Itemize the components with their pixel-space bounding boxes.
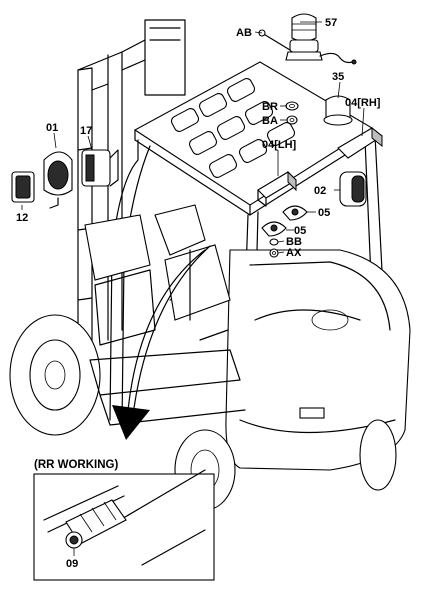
overhead-guard-roof bbox=[133, 61, 374, 216]
lamp-02 bbox=[339, 171, 367, 207]
lamp-35 bbox=[323, 95, 353, 126]
callout-labels: 57 AB 35 BR BA 04[RH] 04[LH] 01 17 02 05… bbox=[16, 17, 381, 259]
callout-AX: AX bbox=[286, 247, 302, 259]
inset-rr-working: (RR WORKING) 09 bbox=[33, 459, 215, 581]
front-wheel bbox=[9, 314, 101, 436]
bolt-AB bbox=[258, 29, 291, 51]
callout-35: 35 bbox=[332, 71, 344, 83]
callout-57: 57 bbox=[325, 17, 337, 29]
lamp-04-rh bbox=[337, 126, 383, 159]
forklift-seat bbox=[154, 204, 231, 321]
detail-arrow bbox=[112, 245, 211, 440]
lamp-05-lower bbox=[261, 221, 287, 237]
washer-BR bbox=[285, 101, 299, 111]
work-lamp-01 bbox=[43, 151, 73, 209]
nut-AX bbox=[269, 248, 279, 258]
callout-12: 12 bbox=[16, 212, 28, 224]
callout-05-lower: 05 bbox=[294, 225, 306, 237]
inset-frame bbox=[33, 473, 215, 581]
forklift-floor bbox=[89, 349, 246, 426]
callout-17: 17 bbox=[80, 125, 92, 137]
leader-lines bbox=[21, 21, 365, 254]
switch-17 bbox=[81, 149, 119, 187]
callout-05-upper: 05 bbox=[318, 207, 330, 219]
callout-BB: BB bbox=[286, 236, 302, 248]
callout-09: 09 bbox=[66, 558, 78, 570]
parts bbox=[11, 13, 383, 258]
lamp-05-upper bbox=[282, 205, 308, 221]
callout-02: 02 bbox=[314, 185, 326, 197]
washer-BB bbox=[269, 238, 279, 246]
lamp-04-lh bbox=[257, 170, 297, 207]
callout-04-lh: 04[LH] bbox=[262, 139, 297, 151]
nut-BA bbox=[286, 115, 298, 125]
forklift-dash bbox=[84, 214, 156, 346]
callout-04-rh: 04[RH] bbox=[345, 97, 381, 109]
callout-AB: AB bbox=[236, 27, 252, 39]
lamp-12 bbox=[11, 171, 35, 203]
callout-01: 01 bbox=[46, 122, 58, 134]
callout-BR: BR bbox=[262, 101, 278, 113]
callout-BA: BA bbox=[262, 115, 278, 127]
forklift-mast bbox=[77, 19, 186, 373]
forklift-illustration bbox=[9, 19, 411, 511]
beacon-57 bbox=[285, 13, 357, 65]
inset-title: (RR WORKING) bbox=[34, 459, 118, 471]
